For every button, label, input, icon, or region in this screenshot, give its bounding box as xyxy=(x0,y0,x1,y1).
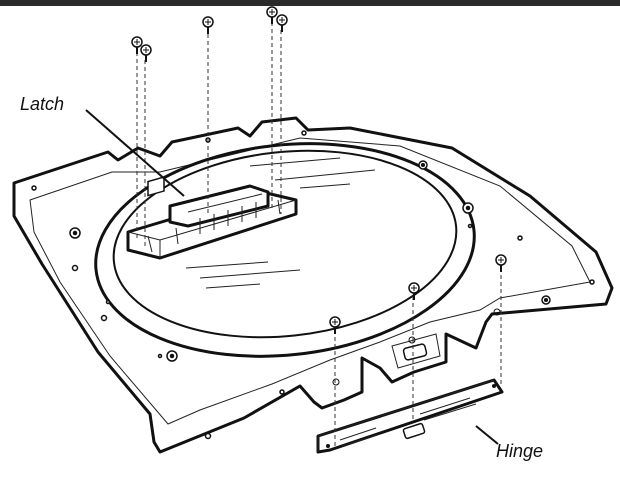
plate-holes xyxy=(31,130,595,440)
screw-icon xyxy=(329,316,341,334)
screw-icon xyxy=(266,6,278,24)
latch-label: Latch xyxy=(20,94,65,114)
latch-leader-line xyxy=(85,109,185,197)
hinge-screw-paths xyxy=(334,268,502,448)
glass-reflection-line xyxy=(274,169,376,181)
screw-icon xyxy=(276,14,288,32)
screw-icon xyxy=(408,282,420,300)
screw-icon xyxy=(495,254,507,272)
glass-reflection-line xyxy=(199,269,301,279)
glass-reflection-line xyxy=(185,261,269,269)
screw-icon xyxy=(202,16,214,34)
plate-recess-outline xyxy=(29,137,591,425)
screw-icon xyxy=(140,44,152,62)
glass-reflection-line xyxy=(249,157,341,167)
hinge-bracket xyxy=(316,378,504,454)
hinge-leader-line xyxy=(475,425,499,445)
lid-outer-ring xyxy=(94,142,476,358)
glass-reflection-line xyxy=(299,183,351,189)
latch-screw-paths xyxy=(136,22,282,248)
hinge-label: Hinge xyxy=(496,441,544,461)
hinge-tab-on-lid xyxy=(332,308,501,386)
header-bar xyxy=(0,0,620,6)
latch-assembly xyxy=(126,176,298,260)
glass-reflection-line xyxy=(205,283,261,289)
screw-icon xyxy=(131,36,143,54)
